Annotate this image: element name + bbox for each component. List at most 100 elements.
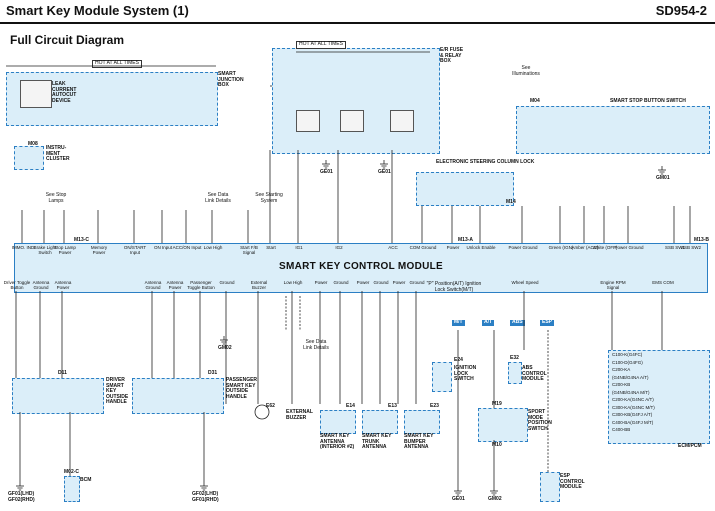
bottom_pins-pin-9: Power [314, 280, 328, 285]
conn-m13b: M13-B [694, 237, 710, 243]
smart-stop-button-switch-label: SMART STOP BUTTON SWITCH [610, 98, 686, 104]
ecm-pcm-label: ECM/PCM [678, 443, 702, 449]
ecm-variant-5: (G4NB/G4NA M/T) [612, 389, 650, 395]
note-starting: See Starting System [255, 192, 283, 204]
note-illuminations: See Illuminations [512, 65, 540, 77]
top_pins-pin-12: ACC [388, 245, 398, 250]
top_pins-pin-2: Stop Lamp Power [54, 245, 76, 255]
conn-e62: E62 [266, 403, 275, 409]
top_pins-pin-0: IMMO. IND [11, 245, 35, 250]
ecm-variant-3: (G4NB/G4NA A/T) [612, 374, 649, 380]
tag-abs: ABS [510, 319, 525, 326]
top_pins-pin-1: Brake Light Switch [33, 245, 57, 255]
ecm-variant-9: C400-BA(G4FJ M/T) [612, 419, 654, 425]
top_pins-pin-3: Memory Power [90, 245, 108, 255]
instrument-cluster-label: INSTRU-MENT CLUSTER [46, 145, 70, 162]
driver-outside-handle [12, 378, 104, 414]
top_pins-pin-20: Power Ground [614, 245, 644, 250]
ecm-variant-0: C100-K(G4FC) [612, 352, 643, 357]
diagram-title: Smart Key Module System (1) [6, 3, 189, 18]
relay-2 [340, 110, 364, 132]
bottom_pins-pin-15: Wheel Speed [511, 280, 539, 285]
bottom_pins-pin-3: Antenna Ground [144, 280, 162, 290]
diagram-subtitle: Full Circuit Diagram [10, 33, 125, 47]
antenna-bumper [404, 410, 440, 434]
ecm-pcm-module [608, 350, 710, 444]
smart-key-control-module: SMART KEY CONTROL MODULE [14, 243, 708, 293]
conn-d31: D31 [208, 370, 218, 376]
antenna-bumper-label: SMART KEY BUMPER ANTENNA [404, 433, 434, 450]
top_pins-pin-19: White (OFF) [592, 245, 618, 250]
bottom_pins-pin-10: Ground [333, 280, 349, 285]
note-data-link: See Data Link Details [205, 192, 231, 204]
esp-control-module [540, 472, 560, 502]
bottom_pins-pin-14: Ground [409, 280, 425, 285]
ecm-variant-6: C200-KA(G4NC A/T) [612, 397, 654, 402]
ecm-variant-7: C300-KA(G4NC M/T) [612, 404, 655, 410]
ground-gm01: GM01 [656, 175, 670, 181]
leak-current-device-label: LEAK CURRENT AUTOCUT DEVICE [52, 81, 77, 104]
conn-e13: E13 [388, 403, 397, 409]
sport-mode-switch-label: SPORT MODE POSITION SWITCH [528, 409, 552, 432]
diagram-code: SD954-2 [655, 3, 707, 18]
top_pins-pin-17: Green (IGN) [548, 245, 574, 250]
fuse-relay-box-label: E/R FUSE & RELAY BOX [440, 47, 464, 64]
leak-current-device [20, 80, 52, 108]
ecm-variant-2: C200-KA [612, 367, 631, 372]
top_pins-pin-8: Start F/B Signal [240, 245, 258, 255]
header-bar: Smart Key Module System (1) SD954-2 [0, 0, 715, 24]
hot-label-fuse: HOT AT ALL TIMES [296, 41, 346, 49]
relay-1 [296, 110, 320, 132]
note-data-link-2: See Data Link Details [303, 339, 329, 351]
antenna-interior-label: SMART KEY ANTENNA (INTERIOR #2) [320, 433, 355, 450]
sport-mode-switch [478, 408, 528, 442]
antenna-trunk [362, 410, 398, 434]
conn-m10: M10 [492, 442, 502, 448]
steering-column-lock [416, 172, 514, 206]
pin-ignition-position: "P" Position(A/T) Ignition Lock Switch(M… [426, 281, 482, 293]
instrument-cluster [14, 146, 44, 170]
bottom_pins-pin-8: Low High [283, 280, 303, 285]
bottom_pins-pin-12: Ground [373, 280, 389, 285]
ground-ge01-a: GE01 [320, 169, 333, 175]
tag-esp: ESP [540, 319, 555, 326]
external-buzzer-label: EXTERNAL BUZZER [286, 409, 313, 421]
top_pins-pin-7: Low High [203, 245, 223, 250]
conn-m19: M19 [492, 401, 502, 407]
ecm-variant-1: C100-D(G4FG) [612, 359, 643, 365]
ground-gf02: GF02(LHD) GF01(RHD) [192, 491, 219, 503]
ground-gm02-a: GM02 [218, 345, 232, 351]
ignition-lock-switch [432, 362, 452, 392]
antenna-interior [320, 410, 356, 434]
esp-control-module-label: ESP CONTROL MODULE [560, 473, 585, 490]
ground-ge01-c: GE01 [452, 496, 465, 502]
passenger-outside-handle [132, 378, 224, 414]
bottom_pins-pin-5: Passenger Toggle Button [187, 280, 215, 290]
driver-outside-handle-label: DRIVER SMART KEY OUTSIDE HANDLE [106, 377, 129, 405]
bottom_pins-pin-1: Antenna Ground [32, 280, 50, 290]
buzzer-symbol [254, 404, 270, 420]
smart-stop-button-switch [516, 106, 710, 154]
steering-column-lock-label: ELECTRONIC STEERING COLUMN LOCK [436, 159, 535, 165]
abs-control-module-label: ABS CONTROL MODULE [522, 365, 547, 382]
top_pins-pin-16: Power Ground [508, 245, 538, 250]
tag-at: A/T [482, 319, 495, 326]
note-stop-lamps: See Stop Lamps [45, 192, 67, 204]
top_pins-pin-22: SSB SW2 [680, 245, 701, 250]
top_pins-pin-5: ON Input [153, 245, 172, 250]
top_pins-pin-11: IG2 [335, 245, 343, 250]
conn-d11: D11 [58, 370, 67, 376]
bottom_pins-pin-7: External Buzzer [250, 280, 268, 290]
ignition-lock-switch-label: IGNITION LOCK SWITCH [454, 365, 477, 382]
passenger-outside-handle-label: PASSENGER SMART KEY OUTSIDE HANDLE [226, 377, 258, 400]
ground-gm02-b: GM02 [488, 496, 502, 502]
conn-e23: E23 [430, 403, 439, 409]
bottom_pins-pin-13: Power [392, 280, 406, 285]
ecm-variant-4: C200-KB [612, 382, 631, 387]
conn-m02c: M02-C [64, 469, 80, 475]
top_pins-pin-15: Unlock Enable [466, 245, 496, 250]
top_pins-pin-13: COM Ground [409, 245, 437, 250]
top_pins-pin-9: Start [266, 245, 276, 250]
bottom_pins-pin-11: Power [356, 280, 370, 285]
